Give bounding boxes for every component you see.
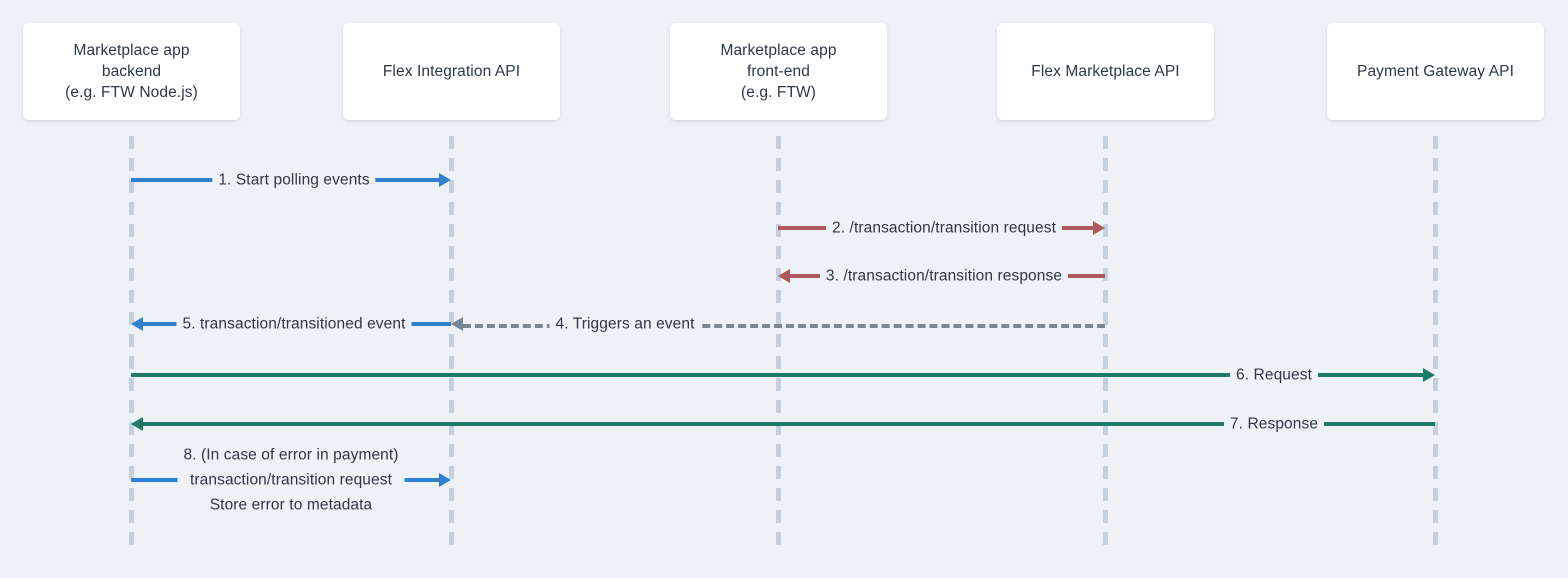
- participant-box-integration-api[interactable]: Flex Integration API: [343, 23, 560, 120]
- participant-label: Flex Marketplace API: [1031, 63, 1180, 80]
- message-arrowhead: [778, 269, 790, 283]
- message-label: 7. Response: [1223, 413, 1325, 435]
- lifeline-backend: [129, 136, 134, 551]
- participant-box-backend[interactable]: Marketplace app backend (e.g. FTW Node.j…: [23, 23, 240, 120]
- participant-label: Flex Integration API: [382, 63, 521, 80]
- message-line: [143, 422, 1435, 426]
- message-label: 6. Request: [1230, 364, 1318, 386]
- lifeline-integration-api: [449, 136, 454, 551]
- message-line: [463, 324, 1105, 328]
- message-arrowhead: [131, 417, 143, 431]
- message-label: 1. Start polling events: [212, 169, 376, 191]
- participant-box-payment-gateway[interactable]: Payment Gateway API: [1327, 23, 1544, 120]
- participant-label: Marketplace app backend (e.g. FTW Node.j…: [65, 42, 198, 101]
- participant-box-marketplace-api[interactable]: Flex Marketplace API: [997, 23, 1214, 120]
- message-line: [131, 373, 1423, 377]
- participant-label: Payment Gateway API: [1357, 63, 1514, 80]
- participant-box-frontend[interactable]: Marketplace app front-end (e.g. FTW): [670, 23, 887, 120]
- lifeline-payment-gateway: [1433, 136, 1438, 551]
- message-label: 5. transaction/transitioned event: [176, 313, 412, 335]
- message-label: 2. /transaction/transition request: [826, 217, 1062, 239]
- message-arrowhead: [1093, 221, 1105, 235]
- message-arrowhead: [1423, 368, 1435, 382]
- lifeline-frontend: [776, 136, 781, 551]
- participant-label: Marketplace app front-end (e.g. FTW): [720, 42, 837, 101]
- lifeline-marketplace-api: [1103, 136, 1108, 551]
- message-label: 4. Triggers an event: [549, 313, 701, 335]
- message-label: 3. /transaction/transition response: [819, 265, 1069, 287]
- message-arrowhead: [131, 317, 143, 331]
- message-arrowhead: [451, 317, 463, 331]
- message-arrowhead: [439, 473, 451, 487]
- message-label: 8. (In case of error in payment) transac…: [177, 442, 405, 518]
- message-arrowhead: [439, 173, 451, 187]
